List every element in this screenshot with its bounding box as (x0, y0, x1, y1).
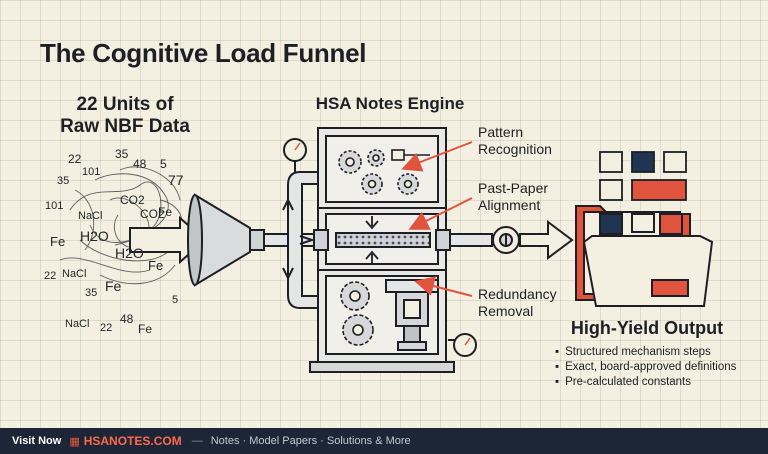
raw-data-fragment: 22 (100, 322, 113, 334)
footer-separator: — (191, 435, 203, 447)
raw-data-fragment: Fe (50, 234, 66, 249)
inlet-pipes (263, 171, 319, 309)
raw-data-fragment: H2O (115, 245, 144, 261)
raw-data-heading-line2: Raw NBF Data (60, 116, 190, 137)
raw-data-fragment: 101 (45, 200, 64, 212)
raw-data-fragment: 22 (44, 270, 57, 282)
raw-data-fragment: 5 (172, 294, 179, 306)
funnel-diagram (59, 127, 714, 373)
callout-line2: Removal (478, 303, 534, 319)
gauge-icon-lower (448, 333, 477, 357)
raw-data-fragment: Fe (148, 258, 164, 273)
outlet-pipe (449, 220, 574, 260)
raw-data-fragment: 101 (82, 166, 101, 178)
press-unit (385, 279, 439, 351)
list-item: Exact, board-approved definitions (555, 360, 736, 375)
callout-arrows (401, 141, 473, 297)
raw-data-fragment: Fe (105, 278, 122, 294)
raw-data-fragment: NaCl (78, 210, 103, 222)
gauge-icon (283, 138, 307, 172)
callout-line1: Past-Paper (478, 180, 549, 196)
engine-machine (309, 127, 455, 373)
brand-link[interactable]: HSANOTES.COM (83, 434, 182, 448)
callout-past-paper-alignment: Past-Paper Alignment (478, 180, 548, 214)
raw-data-fragment: 35 (115, 147, 129, 161)
gear-icon (338, 149, 430, 195)
raw-data-fragment: 48 (133, 157, 147, 171)
output-blocks (599, 151, 687, 201)
footer-bar: Visit Now ▦ HSANOTES.COM — Notes · Model… (0, 428, 768, 454)
raw-data-fragment: 22 (68, 152, 82, 166)
raw-data-fragment: 35 (85, 287, 98, 299)
raw-data-fragment: NaCl (62, 268, 87, 280)
gear-icon-lower (340, 281, 374, 346)
alignment-filter (313, 216, 451, 264)
folder-icon (575, 205, 714, 307)
diagram-canvas: The Cognitive Load Funnel 22 Units of Ra… (0, 0, 768, 428)
raw-data-fragment: 48 (120, 312, 134, 326)
funnel-icon (187, 193, 265, 287)
visit-now-label: Visit Now (12, 435, 62, 447)
footer-tagline: Notes · Model Papers · Solutions & More (210, 435, 411, 447)
output-heading: High-Yield Output (570, 318, 724, 338)
output-bullet-list: Structured mechanism steps Exact, board-… (555, 345, 736, 390)
callout-pattern-recognition: Pattern Recognition (478, 124, 552, 158)
raw-data-fragment: CO2 (140, 207, 165, 221)
logo-icon: ▦ (69, 435, 80, 448)
raw-data-fragment: 5 (160, 157, 167, 171)
raw-data-heading-line1: 22 Units of (76, 94, 174, 115)
callout-line2: Recognition (478, 141, 552, 157)
raw-data-fragment: 77 (168, 172, 184, 188)
valve-icon (492, 226, 520, 254)
list-item: Pre-calculated constants (555, 375, 736, 390)
callout-line1: Pattern (478, 124, 524, 140)
list-item: Structured mechanism steps (555, 345, 736, 360)
callout-redundancy-removal: Redundancy Removal (478, 286, 557, 320)
diagram-title: The Cognitive Load Funnel (40, 38, 367, 68)
raw-data-scribbles (59, 166, 183, 285)
raw-data-fragment: H2O (80, 228, 109, 244)
callout-line1: Redundancy (478, 286, 557, 302)
raw-data-heading: 22 Units of Raw NBF Data (60, 94, 190, 138)
raw-data-fragment: Fe (158, 205, 173, 219)
raw-data-fragment: CO2 (120, 193, 145, 207)
raw-data-fragment: 35 (57, 175, 70, 187)
raw-data-fragment: NaCl (65, 318, 90, 330)
engine-heading: HSA Notes Engine (315, 94, 465, 113)
callout-line2: Alignment (478, 197, 541, 213)
raw-data-fragment: Fe (138, 322, 153, 336)
